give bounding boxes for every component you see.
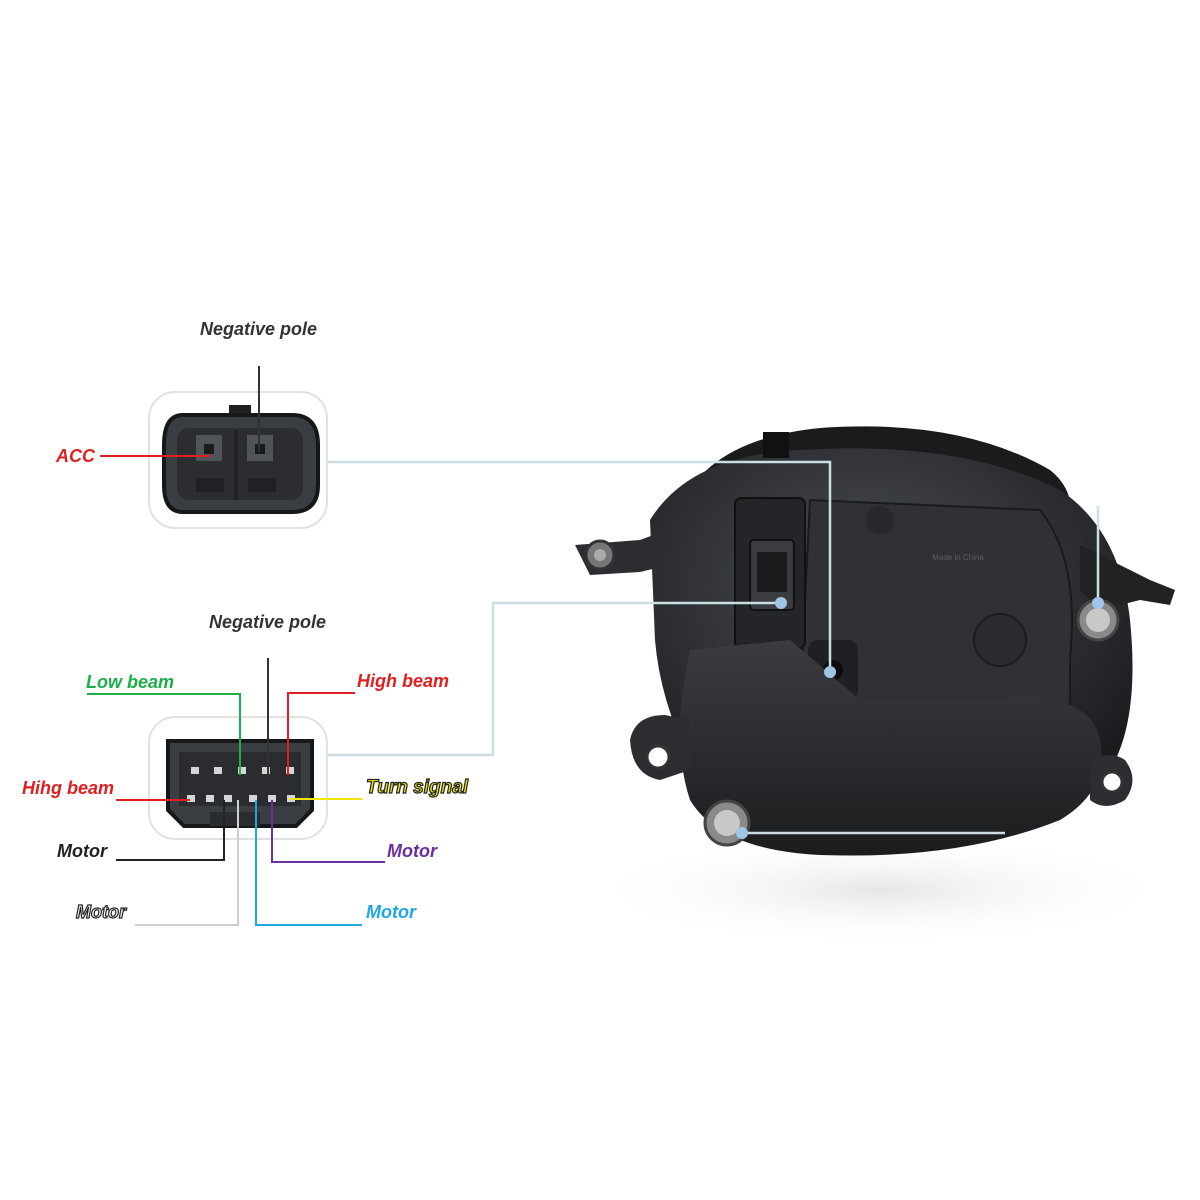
wire-motor-gray — [135, 800, 239, 926]
leader-dots — [736, 597, 1104, 839]
wire-motor-purple — [271, 800, 385, 863]
leader-dot-bottom-screw — [736, 827, 748, 839]
acc-label: ACC — [56, 446, 95, 466]
turn-signal-label: Turn signal — [365, 777, 469, 798]
negative-pole-label-1: Negative pole — [200, 319, 318, 339]
connector-1-wires — [100, 366, 260, 457]
motor-purple-label: Motor — [387, 841, 437, 861]
negative-pole-label-2: Negative pole — [209, 612, 327, 632]
wire-high-beam-top — [287, 692, 355, 775]
connector-2 — [148, 716, 328, 840]
hihg-beam-label: Hihg beam — [22, 778, 115, 798]
motor-black-label: Motor — [57, 841, 107, 861]
motor-blue-label: Motor — [366, 902, 416, 922]
connector-1 — [148, 391, 328, 529]
motor-gray-label: Motor — [75, 902, 126, 922]
high-beam-label: High beam — [357, 671, 450, 691]
leader-lines — [327, 460, 1100, 835]
headlamp-assembly: Made in China — [575, 426, 1180, 945]
wire-motor-blue — [255, 800, 362, 926]
leader-line-connector-2 — [327, 601, 781, 757]
wire-motor-black — [116, 800, 225, 861]
connector-2-wires — [87, 658, 385, 926]
low-beam-label: Low beam — [86, 672, 175, 692]
wire-low-beam — [87, 693, 241, 775]
housing-mark-text: Made in China — [932, 553, 984, 562]
leader-line-connector-1 — [327, 460, 832, 672]
leader-dot-right-screw — [1092, 597, 1104, 609]
leader-dot-connector-1 — [824, 666, 836, 678]
leader-dot-connector-2 — [775, 597, 787, 609]
